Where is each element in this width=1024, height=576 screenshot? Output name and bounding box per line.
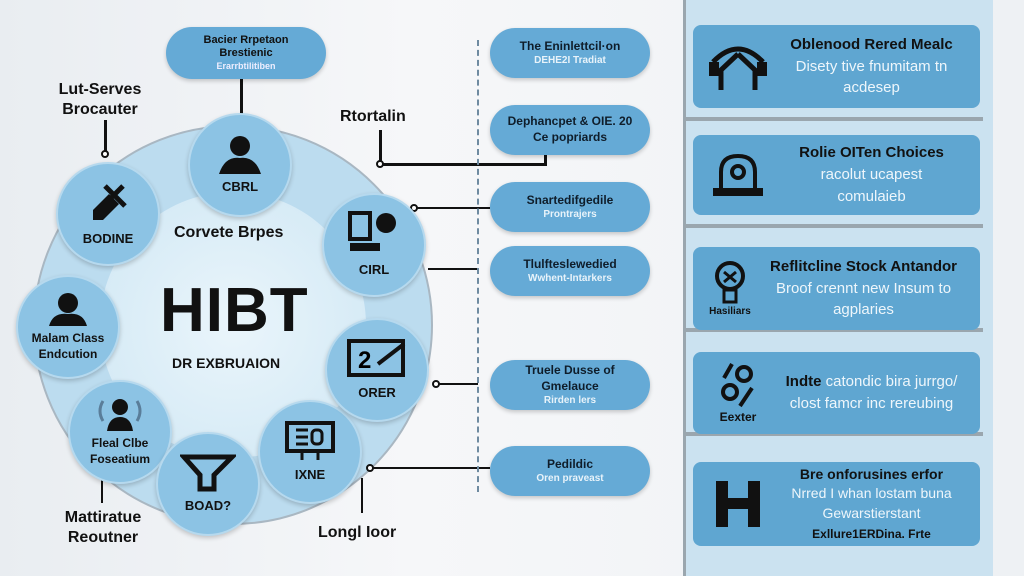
node-cbrl[interactable]: CBRL: [188, 113, 292, 217]
h-letter-icon: [716, 481, 760, 527]
pill-title: Dephancpet & OIE. 20 Ce popriards: [507, 114, 633, 144]
rtortalin-label: Rtortalin: [340, 108, 406, 125]
info-card[interactable]: Rolie OITen Choices racolut ucapest comul…: [693, 135, 980, 215]
connector: [240, 78, 243, 116]
top-callout-title: Bacier Rrpetaon Brestienic: [203, 33, 289, 60]
card-body: Nrred I whan lostam buna Gewarstierstant: [791, 485, 952, 521]
pill-sub: Rirden lers: [543, 395, 597, 407]
pill-title: The Eninlettcil·on: [519, 38, 621, 53]
node-orer[interactable]: 2 ORER: [325, 318, 429, 422]
mattirate-label: Mattiratue Reoutner: [64, 509, 142, 546]
dashed-timeline: [477, 40, 479, 492]
card-body: Disety tive fnumitam tn acdesep: [795, 57, 948, 97]
connector-dot: [366, 464, 374, 472]
center-title: HIBT: [160, 276, 309, 345]
percent-icon: [721, 363, 754, 408]
connector: [428, 268, 478, 270]
lut-serves-label: Lut-Serves Brocauter: [58, 81, 142, 118]
connector: [101, 475, 103, 503]
computer-icon: [348, 211, 396, 252]
node-label: ORER: [358, 385, 396, 401]
connector-dot: [376, 160, 384, 168]
longl-label: Longl Ioor: [318, 524, 397, 541]
info-card[interactable]: Eexter Indte catondic bira jurrgo/ clost…: [693, 352, 980, 434]
node-boad[interactable]: BOAD?: [156, 432, 260, 536]
node-label: Malam Class Endcution: [31, 330, 105, 361]
pill-title: Truele Dusse of Gmelauce: [525, 362, 615, 393]
node-bodine[interactable]: BODINE: [56, 162, 160, 266]
pill-title: Snartedifgedile: [526, 192, 614, 207]
connector-dot: [432, 380, 440, 388]
connector: [104, 120, 107, 152]
person-icon: [49, 292, 87, 326]
divider: [683, 432, 983, 436]
bell-icon: [713, 153, 763, 196]
screen-pen-icon: 2: [347, 339, 406, 378]
node-label: BODINE: [82, 231, 134, 247]
node-label: Fleal Clbe Foseatium: [89, 435, 150, 466]
pill-title: Pedildic: [546, 456, 593, 471]
node-label: BOAD?: [184, 498, 232, 514]
pill-sub: Wwhent-Intarkers: [528, 273, 612, 285]
pill-title: Tlulfteslewedied: [523, 256, 617, 271]
pill-sub: Oren praveast: [536, 473, 604, 485]
center-subtitle: DR EXBRUAION: [172, 355, 281, 371]
card-title: Reflitcline Stock Antandor: [770, 257, 957, 275]
divider: [683, 328, 983, 332]
card-title: Oblenood Rered Mealc: [790, 35, 953, 53]
card-title: Rolie OITen Choices: [799, 144, 944, 162]
card-title: Indte: [785, 373, 822, 391]
funnel-icon: [180, 454, 236, 492]
connector: [436, 383, 478, 385]
person-icon: [219, 136, 261, 175]
node-fleal[interactable]: Fleal Clbe Foseatium: [68, 380, 172, 484]
broadcast-person-icon: [98, 398, 142, 431]
node-label: CIRL: [358, 262, 390, 278]
monitor-icon: [285, 421, 335, 461]
node-label: IXNE: [294, 467, 326, 483]
connector: [370, 467, 490, 469]
card-body: racolut ucapest comulaieb: [820, 166, 923, 205]
card-icon-label: Eexter: [719, 410, 757, 424]
hammer-icon: [93, 184, 127, 221]
pill-sub: DEHE2I Tradiat: [534, 55, 606, 67]
card-body: Broof crennt new Insum to agplaries: [775, 279, 952, 319]
node-malam[interactable]: Malam Class Endcution: [16, 275, 120, 379]
top-callout-pill: Bacier Rrpetaon Brestienic Erarrbtilitib…: [166, 27, 326, 79]
house-arch-icon: [709, 46, 767, 90]
center-caption: Corvete Brpes: [174, 224, 284, 241]
lightbulb-icon: [715, 261, 745, 304]
node-label: CBRL: [221, 179, 259, 195]
divider: [683, 117, 983, 121]
card-title: Bre onforusines erfor: [799, 465, 944, 482]
connector: [414, 207, 490, 209]
svg-text:2: 2: [358, 347, 371, 374]
top-callout-sub: Erarrbtilitiben: [216, 61, 276, 72]
divider: [683, 224, 983, 228]
card-footer: Exllure1ERDina. Frte: [812, 526, 931, 541]
connector-dot: [101, 150, 109, 158]
pill-item[interactable]: Dephancpet & OIE. 20 Ce popriards: [490, 105, 650, 155]
pill-sub: Prontrajers: [543, 209, 597, 221]
node-ixne[interactable]: IXNE: [258, 400, 362, 504]
connector: [544, 153, 547, 166]
node-cirl[interactable]: CIRL: [322, 193, 426, 297]
connector: [361, 478, 363, 513]
connector: [379, 130, 382, 162]
card-body: catondic bira jurrgo/ clost famcr inc re…: [789, 373, 958, 412]
card-icon-label: Hasiliars: [709, 306, 751, 317]
connector: [380, 163, 546, 166]
